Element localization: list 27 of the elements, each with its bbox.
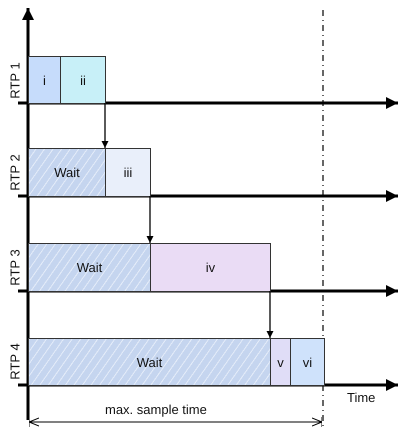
axis-label: Time [347, 390, 376, 405]
row-label: RTP 4 [8, 342, 23, 380]
task-box [150, 243, 271, 292]
task-box [105, 148, 151, 197]
arrow [146, 196, 154, 243]
task-label: Wait [136, 354, 162, 370]
task-box [270, 338, 291, 386]
task-label: i [43, 72, 46, 88]
task-label: vi [302, 354, 312, 370]
arrow [102, 103, 108, 148]
task-label: Wait [54, 165, 80, 180]
dimension-label: max. sample time [105, 402, 207, 417]
row-label: RTP 1 [8, 62, 23, 98]
task-box [28, 243, 151, 292]
task-box [290, 338, 325, 386]
task-box [28, 148, 106, 197]
task-label: iv [206, 260, 216, 275]
task-box [28, 338, 271, 386]
task-label: v [277, 354, 284, 370]
task-label: iii [124, 165, 132, 180]
arrow [266, 291, 274, 338]
row-label: RTP 2 [8, 154, 23, 190]
task-label: ii [80, 72, 86, 88]
task-label: Wait [76, 260, 102, 275]
task-box [60, 56, 106, 104]
task-box [28, 56, 61, 104]
row-label: RTP 3 [8, 248, 23, 286]
